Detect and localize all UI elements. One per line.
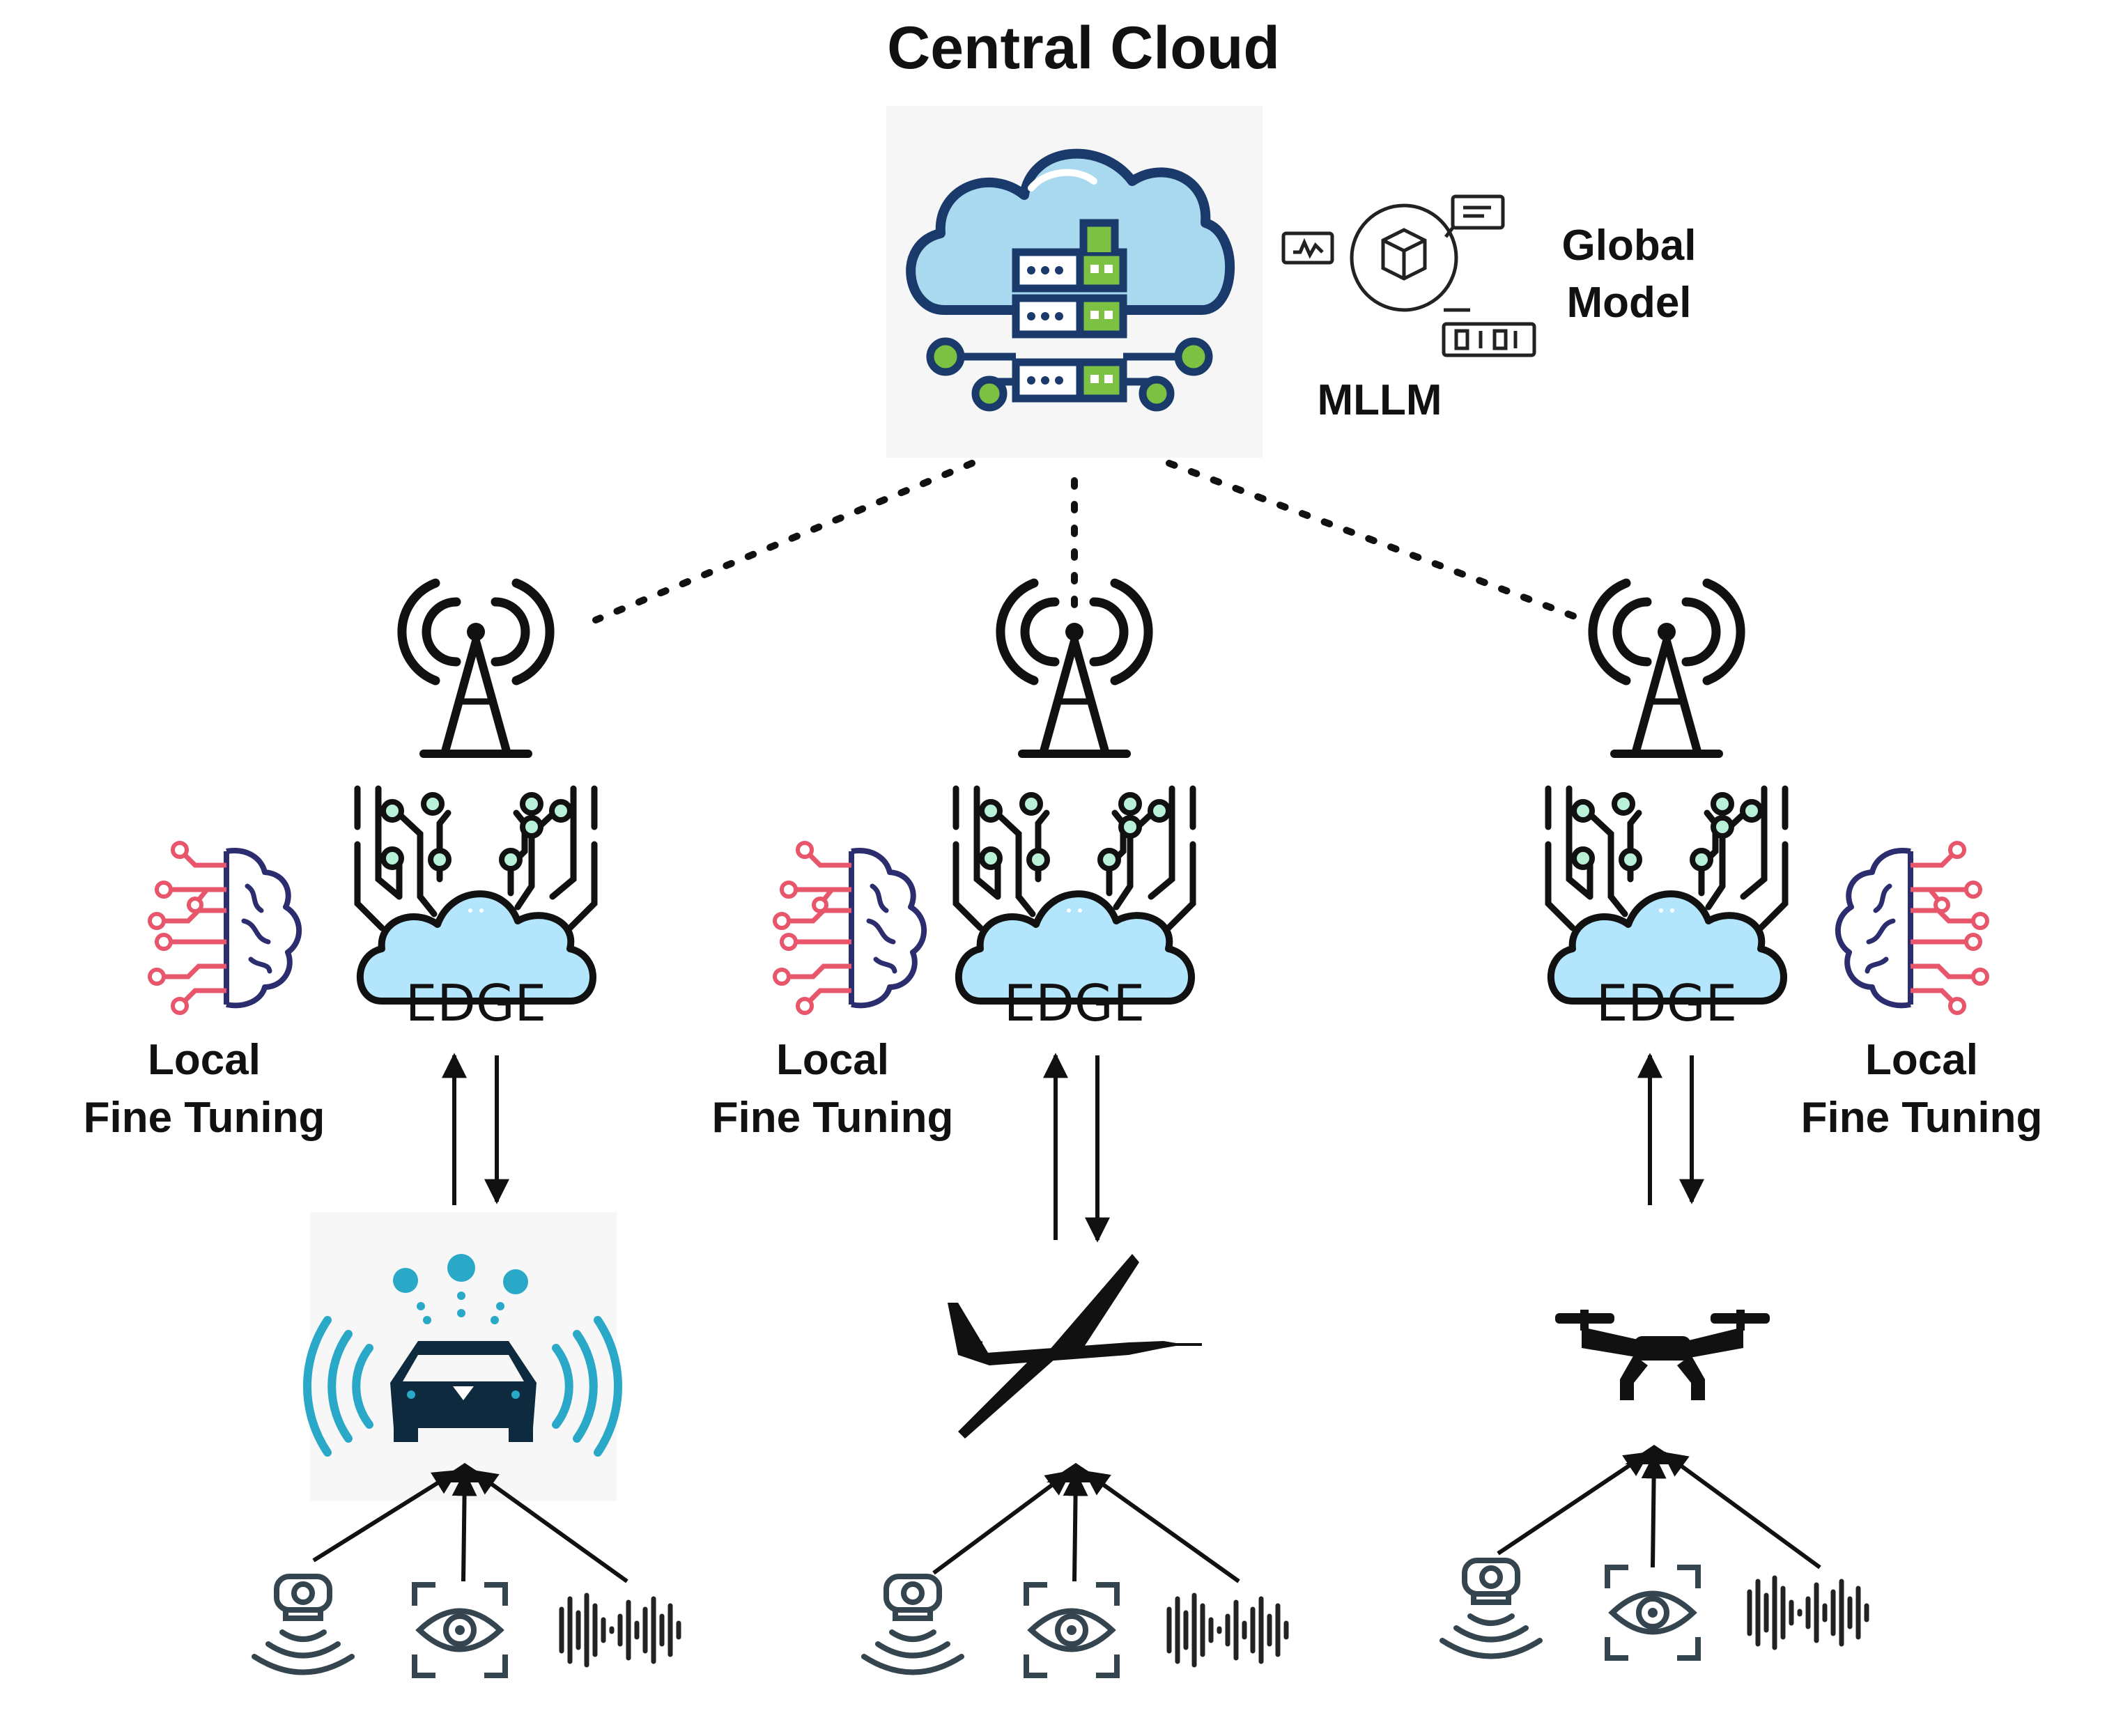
audio-waveform-icon [562, 1595, 679, 1665]
vision-sensor-icon [1607, 1567, 1698, 1658]
edge-node-left: EDGE [357, 583, 594, 1032]
connected-car-icon [303, 1212, 622, 1501]
local-tuning-label-line2: Fine Tuning [712, 1094, 954, 1142]
vision-sensor-icon [415, 1585, 505, 1675]
edge-label: EDGE [406, 974, 546, 1032]
mllm-model-icon [1281, 194, 1536, 357]
page-title: Central Cloud [887, 15, 1280, 82]
sensor-fusion-arrowheads [435, 1445, 1683, 1482]
local-tuning-label-line2: Fine Tuning [84, 1094, 325, 1142]
proximity-sensor-icon [1442, 1560, 1540, 1657]
edge-node-middle: EDGE [956, 583, 1193, 1032]
edge-label: EDGE [1004, 974, 1145, 1032]
device-edge-arrows [442, 1053, 1704, 1243]
vision-sensor-icon [1026, 1585, 1117, 1675]
local-tuning-label-line1: Local [1865, 1036, 1978, 1084]
brain-icon [1838, 843, 1987, 1013]
mllm-label: MLLM [1317, 376, 1442, 424]
global-model-label-line2: Model [1566, 279, 1691, 327]
proximity-sensor-icon [864, 1576, 962, 1673]
edge-node-right: EDGE [1548, 583, 1785, 1032]
brain-icon [775, 843, 924, 1013]
audio-waveform-icon [1169, 1595, 1286, 1665]
audio-waveform-icon [1750, 1578, 1867, 1648]
local-tuning-label-line2: Fine Tuning [1801, 1094, 2043, 1142]
cloud-server-icon [886, 106, 1263, 458]
quadcopter-drone-icon [1555, 1310, 1770, 1400]
local-tuning-label-line1: Local [776, 1036, 889, 1084]
sensor-fusion-arrows [312, 1451, 1821, 1583]
global-model-label-line1: Global [1562, 222, 1697, 270]
proximity-sensor-icon [254, 1576, 352, 1673]
brain-icon [150, 843, 299, 1013]
edge-label: EDGE [1596, 974, 1737, 1032]
local-tuning-label-line1: Local [148, 1036, 261, 1084]
fixed-wing-drone-icon [948, 1254, 1202, 1439]
cloud-to-edge-links [592, 460, 1578, 623]
